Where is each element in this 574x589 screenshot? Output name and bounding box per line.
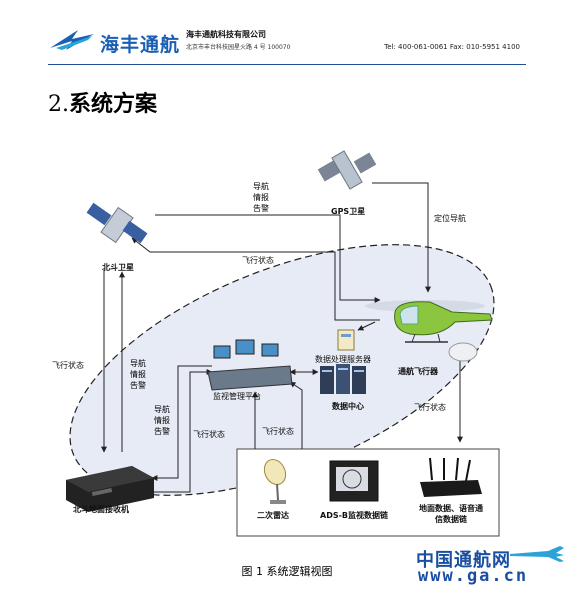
radar-dish-icon	[263, 458, 287, 504]
watermark-title: 中国通航网	[416, 550, 511, 571]
section-title: 2.系统方案	[48, 86, 157, 118]
nav-alert-label-left: 导航情报告警	[130, 359, 146, 390]
watermark-plane-icon	[510, 546, 564, 562]
router-icon	[420, 457, 482, 497]
section-number: 2.	[48, 92, 69, 117]
flight-status-label-mid: 飞行状态	[193, 430, 225, 439]
data-server-icon	[337, 329, 355, 351]
ground-receiver-icon	[66, 466, 154, 512]
monitor-workstation-icon	[207, 339, 293, 391]
helicopter-icon	[365, 300, 493, 343]
edge-beidou-aircraft-nav	[155, 214, 381, 303]
edge-monitor-receiver	[151, 365, 212, 481]
flight-status-label-right: 飞行状态	[414, 403, 446, 412]
nav-alert-label-top: 导航情报告警	[253, 182, 269, 213]
watermark-url: www.ga.cn	[418, 566, 529, 586]
gps-satellite-label: GPS卫星	[331, 207, 366, 216]
contact-info: Tel: 400-061-0061 Fax: 010-5951 4100	[384, 43, 520, 51]
company-address: 北京市丰台科技园星火路 4 号 100070	[186, 44, 291, 51]
data-center-label: 数据中心	[332, 402, 364, 411]
flight-status-label-left: 飞行状态	[52, 361, 84, 370]
section-title-text: 系统方案	[69, 92, 158, 117]
ground-receiver-label: 北斗地面接收机	[73, 505, 129, 514]
edge-receiver-monitor-a	[152, 369, 213, 493]
logo-name: 海丰通航	[100, 34, 181, 56]
edge-aircraft-server	[357, 321, 376, 331]
gps-satellite-icon	[317, 150, 377, 190]
beidou-satellite-icon	[86, 202, 148, 244]
company-logo-icon	[50, 30, 94, 50]
nav-alert-label-mid: 导航情报告警	[154, 405, 170, 436]
adsb-label: ADS-B监视数据链	[320, 511, 389, 520]
antenna-dome-icon	[448, 342, 478, 362]
data-center-racks-icon	[320, 364, 366, 394]
adsb-device-icon	[329, 460, 379, 502]
monitor-platform-label: 监视管理平台	[213, 392, 261, 401]
positioning-label: 定位导航	[434, 214, 466, 223]
aircraft-label: 通航飞行器	[398, 367, 438, 376]
edge-gps-aircraft	[372, 182, 431, 293]
radar-label: 二次雷达	[257, 511, 289, 520]
flight-status-label-bottom: 飞行状态	[262, 427, 294, 436]
company-name: 海丰通航科技有限公司	[186, 30, 266, 39]
header-divider	[48, 64, 526, 65]
edge-equipment-monitor-b	[289, 381, 303, 449]
ground-link-label: 地面数据、语音通信数据链	[419, 504, 483, 524]
beidou-satellite-label: 北斗卫星	[102, 263, 134, 272]
data-server-label: 数据处理服务器	[315, 355, 371, 364]
edge-aircraft-beidou-status	[131, 237, 380, 321]
figure-caption: 图 1 系统逻辑视图	[241, 565, 333, 578]
flight-status-label-top: 飞行状态	[242, 256, 274, 265]
